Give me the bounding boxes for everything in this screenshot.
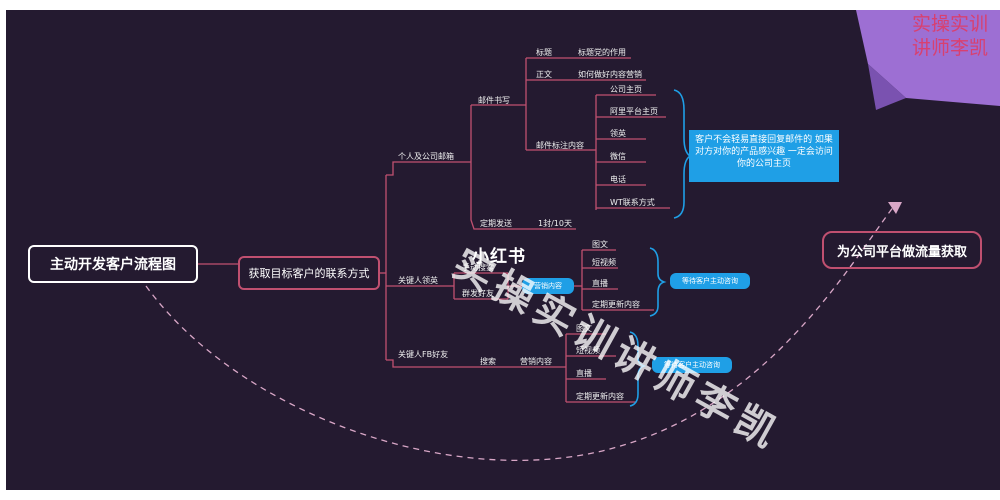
- title-label: 标题: [536, 48, 552, 57]
- fb-item: 直播: [576, 369, 592, 378]
- manual-search-label: 手动搜索: [462, 263, 494, 272]
- corner-watermark: 实操实训 讲师李凯: [904, 12, 996, 60]
- fb-content-label: 营销内容: [520, 357, 552, 366]
- fb-item: 定期更新内容: [576, 392, 624, 401]
- connector-lines: [145, 10, 1000, 462]
- corner-watermark-line: 讲师李凯: [911, 37, 988, 59]
- fb-wait-consult-pill: 等待客户主动咨询: [652, 357, 732, 373]
- flow-arc: [145, 205, 895, 462]
- mass-friends-label: 群发好友: [462, 289, 494, 298]
- signature-item: WT联系方式: [610, 198, 655, 207]
- xiaohongshu-brand: 小红书: [472, 247, 526, 267]
- signature-item: 公司主页: [610, 85, 642, 94]
- xhs-item: 短视频: [592, 258, 616, 267]
- signature-label: 邮件标注内容: [536, 141, 584, 150]
- frequency-label: 1封/10天: [538, 219, 572, 228]
- email-label: 个人及公司邮箱: [398, 152, 454, 161]
- corner-shape-shadow: [868, 64, 906, 110]
- marketing-content-pill: 营销内容: [522, 278, 574, 294]
- body-note: 如何做好内容营销: [578, 70, 642, 79]
- facebook-label: 关键人FB好友: [398, 350, 449, 359]
- callout-note: 客户不会轻易直接回复邮件的 如果对方对你的产品感兴趣 一定会访问你的公司主页: [689, 130, 839, 182]
- fb-item: 短视频: [576, 346, 600, 355]
- root-node: 主动开发客户流程图: [28, 245, 198, 283]
- xhs-item: 定期更新内容: [592, 300, 640, 309]
- xhs-item: 直播: [592, 279, 608, 288]
- goal-node: 为公司平台做流量获取: [822, 231, 982, 269]
- linkedin-label: 关键人领英: [398, 276, 438, 285]
- corner-watermark-line: 实操实训: [911, 13, 988, 35]
- signature-item: 领英: [610, 129, 626, 138]
- corner-shape: [856, 10, 1000, 106]
- email-writing-label: 邮件书写: [478, 96, 510, 105]
- fb-item: 图文: [576, 324, 592, 333]
- wait-consult-pill: 等待客户主动咨询: [670, 273, 750, 289]
- schedule-label: 定期发送: [480, 219, 512, 228]
- search-label: 搜索: [480, 357, 496, 366]
- branch-node: 获取目标客户的联系方式: [238, 256, 380, 290]
- signature-item: 电话: [610, 175, 626, 184]
- body-label: 正文: [536, 70, 552, 79]
- signature-item: 微信: [610, 152, 626, 161]
- flow-arrowhead: [888, 202, 902, 214]
- signature-item: 阿里平台主页: [610, 107, 658, 116]
- mindmap-canvas: 主动开发客户流程图 获取目标客户的联系方式 为公司平台做流量获取 个人及公司邮箱…: [6, 10, 1000, 490]
- title-note: 标题党的作用: [578, 48, 626, 57]
- xhs-item: 图文: [592, 240, 608, 249]
